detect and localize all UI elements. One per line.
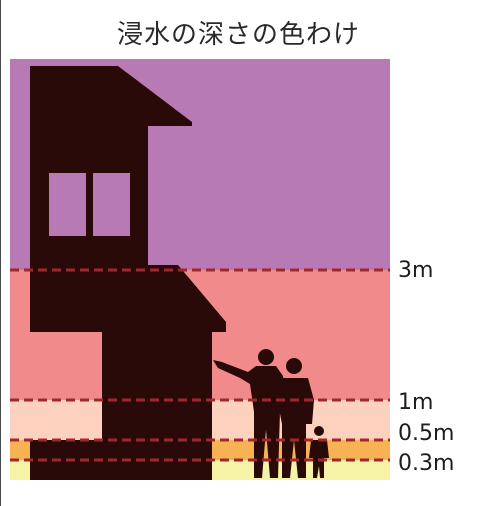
depth-label-05m: 0.5m [398, 421, 455, 446]
left-edge-line [0, 0, 1, 506]
house-window-left [49, 173, 86, 236]
house-window-right [93, 173, 130, 236]
depth-label-3m: 3m [398, 258, 434, 283]
people-silhouettes [213, 349, 329, 478]
depth-label-1m: 1m [398, 390, 434, 415]
diagram-title: 浸水の深さの色わけ [116, 20, 360, 50]
depth-label-03m: 0.3m [398, 451, 455, 476]
